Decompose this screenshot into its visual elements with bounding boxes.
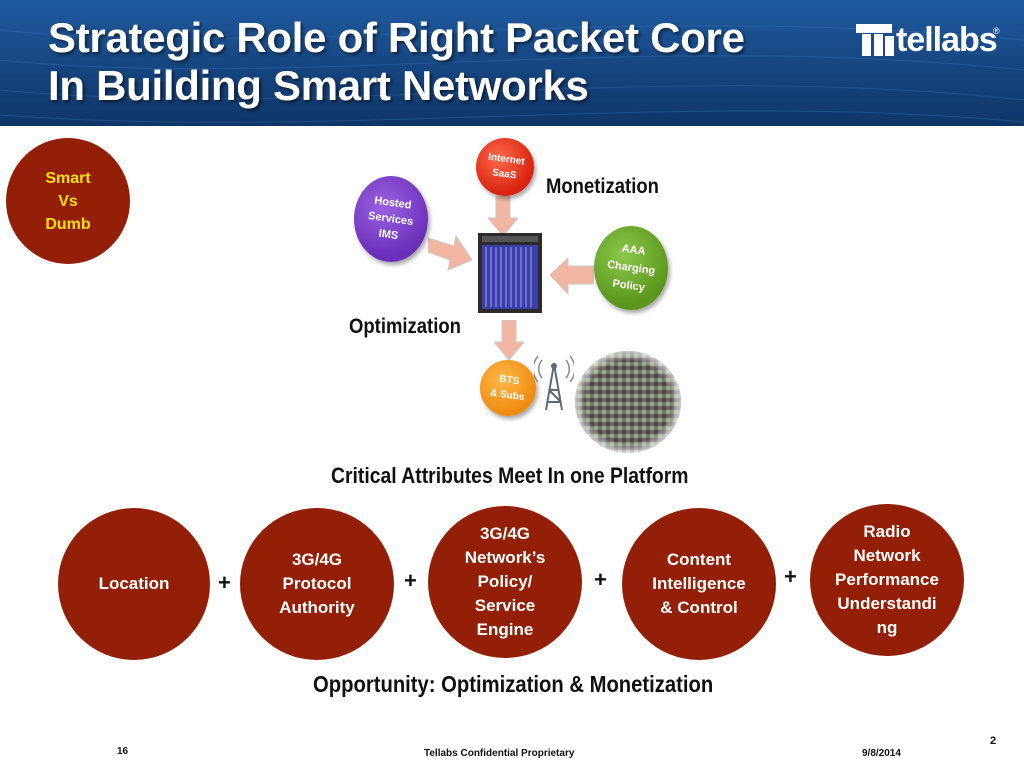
smart-vs-dumb-badge: Smart Vs Dumb (6, 138, 130, 264)
arrow-right-icon (428, 234, 472, 271)
attribute-policy-engine-text: 3G/4G Network’s Policy/ Service Engine (464, 524, 546, 639)
optimization-label: Optimization (349, 315, 461, 338)
aaa-charging-policy-ball: AAA Charging Policy (594, 226, 668, 310)
attribute-content-intelligence-text: Content Intelligence & Control (652, 550, 746, 617)
internet-saas-text: Internet SaaS (487, 151, 525, 182)
plus-sign-2: + (404, 568, 417, 593)
attribute-protocol-authority-text: 3G/4G Protocol Authority (279, 550, 355, 617)
tellabs-logo: tellabs ® (856, 20, 1006, 62)
hosted-services-text: Hosted Services IMS (367, 194, 415, 243)
attribute-radio-network-text: Radio Network Performance Understandi ng (835, 522, 939, 637)
aaa-charging-policy-text: AAA Charging Policy (606, 242, 656, 295)
plus-sign-1: + (218, 570, 231, 595)
hosted-services-ball: Hosted Services IMS (354, 176, 428, 262)
title-banner: Strategic Role of Right Packet Core In B… (0, 0, 1024, 126)
slide-title: Strategic Role of Right Packet Core In B… (48, 14, 745, 110)
slide-number: 16 (117, 746, 129, 757)
tellabs-mark-icon (856, 24, 894, 56)
packet-core-router-icon (478, 233, 542, 313)
page-number: 2 (990, 735, 997, 747)
subscriber-collage-image (575, 351, 681, 453)
attribute-policy-engine: 3G/4G Network’s Policy/ Service Engine (428, 506, 582, 658)
attributes-heading: Critical Attributes Meet In one Platform (331, 463, 689, 488)
title-line-1: Strategic Role of Right Packet Core (48, 14, 745, 61)
title-line-2: In Building Smart Networks (48, 62, 589, 109)
attribute-location-text: Location (98, 574, 170, 593)
confidential-notice: Tellabs Confidential Proprietary (424, 748, 575, 759)
badge-text: Smart Vs Dumb (45, 169, 91, 233)
plus-sign-4: + (784, 564, 797, 589)
internet-saas-ball: Internet SaaS (476, 138, 534, 196)
banner-texture (0, 25, 1024, 123)
plus-sign-3: + (594, 567, 607, 592)
arrow-left-icon (550, 258, 594, 294)
attribute-content-intelligence: Content Intelligence & Control (622, 508, 776, 660)
monetization-label: Monetization (546, 175, 659, 198)
registered-mark: ® (993, 26, 1000, 36)
bts-subs-text: BTS & Subs (489, 373, 525, 404)
logo-wordmark: tellabs (896, 21, 998, 59)
opportunity-text: Opportunity: Optimization & Monetization (313, 671, 714, 697)
attribute-radio-network: Radio Network Performance Understandi ng (810, 504, 964, 656)
arrow-down-top-icon (488, 196, 518, 236)
footer-date: 9/8/2014 (862, 748, 901, 759)
cell-tower-icon (534, 355, 574, 411)
bts-subs-ball: BTS & Subs (480, 360, 536, 416)
arrow-down-bottom-icon (494, 320, 524, 360)
attribute-protocol-authority: 3G/4G Protocol Authority (240, 508, 394, 660)
attribute-location: Location (58, 508, 210, 660)
